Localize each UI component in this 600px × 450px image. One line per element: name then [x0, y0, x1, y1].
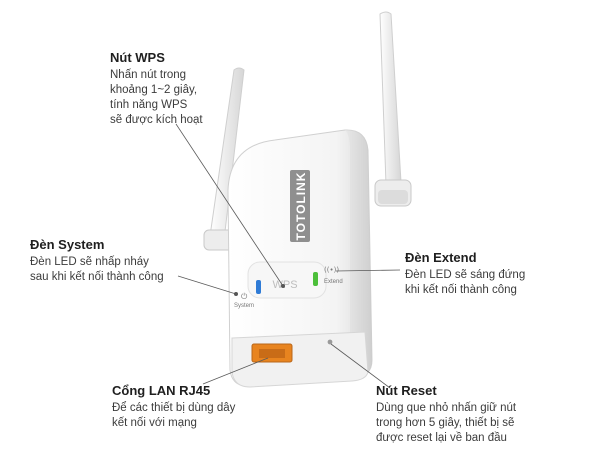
extend-title: Đèn Extend [405, 250, 477, 265]
extend-label: Extend [324, 279, 343, 285]
reset-title: Nút Reset [376, 383, 437, 398]
system-label: System [234, 303, 254, 309]
system-leader-dot [234, 292, 238, 296]
device-body [227, 129, 373, 388]
wps-title: Nút WPS [110, 50, 165, 65]
lan-title: Cổng LAN RJ45 [112, 383, 211, 398]
extend-annotation: Đèn Extend Đèn LED sẽ sáng đứng khi kết … [405, 250, 585, 298]
reset-annotation: Nút Reset Dùng que nhỏ nhấn giữ nút tron… [376, 383, 576, 446]
extend-led [313, 272, 318, 286]
system-description: Đèn LED sẽ nhấp nháy sau khi kết nối thà… [30, 256, 164, 283]
lan-annotation: Cổng LAN RJ45 Để các thiết bị dùng dây k… [112, 383, 282, 431]
brand-logo: TOTOLINK [290, 170, 310, 242]
wps-button-label: WPS [272, 279, 297, 291]
wifi-signal-icon: ((•)) [324, 266, 339, 274]
lan-leader-line [202, 357, 269, 385]
brand-logo-text: TOTOLINK [294, 172, 308, 241]
system-annotation: Đèn System Đèn LED sẽ nhấp nháy sau khi … [30, 237, 220, 285]
wps-leader-line [175, 123, 284, 287]
system-leader-line [177, 275, 237, 295]
lan-description: Để các thiết bị dùng dây kết nối với mạn… [112, 402, 236, 429]
reset-description: Dùng que nhỏ nhấn giữ nút trong hơn 5 gi… [376, 402, 517, 444]
system-title: Đèn System [30, 237, 105, 252]
lan-port [251, 343, 293, 363]
wps-leader-dot [281, 284, 285, 288]
wps-description: Nhấn nút trong khoảng 1~2 giây, tính năn… [110, 69, 203, 126]
extend-leader-line [335, 269, 401, 272]
system-led [256, 280, 261, 294]
right-antenna [374, 11, 412, 207]
power-icon: ⏻ [241, 292, 248, 301]
reset-leader-line [330, 343, 391, 389]
extend-description: Đèn LED sẽ sáng đứng khi kết nối thành c… [405, 269, 526, 296]
wps-annotation: Nút WPS Nhấn nút trong khoảng 1~2 giây, … [110, 50, 250, 128]
reset-hole [327, 339, 333, 345]
